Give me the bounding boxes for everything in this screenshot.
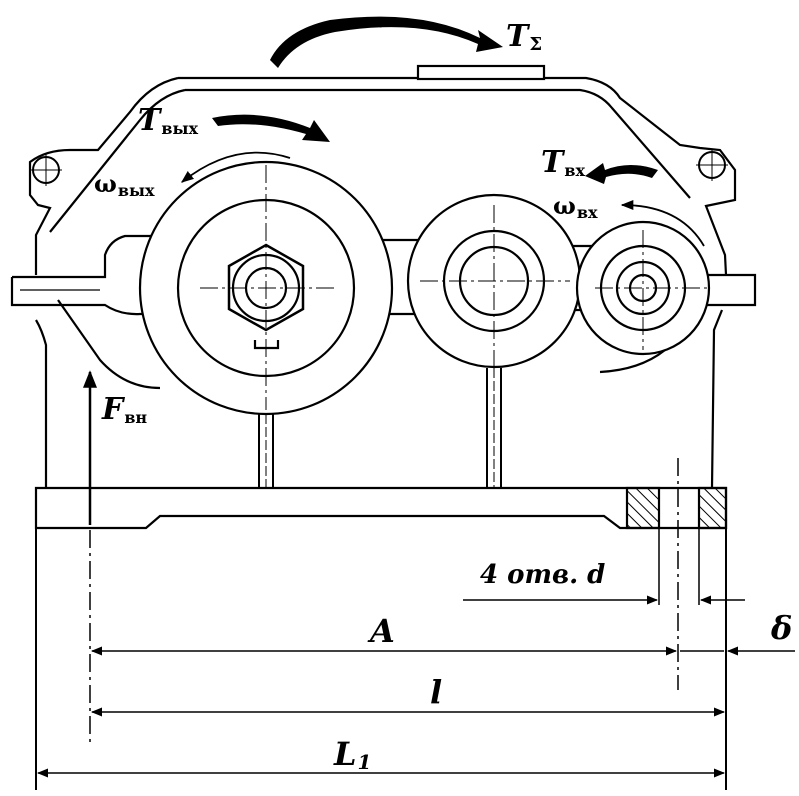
label-holes: 4 отв. d [480,560,606,590]
label-delta: δ [771,609,793,647]
label-dim-l1-main: L [334,735,357,773]
omega-in-arrow [620,199,705,247]
label-omega-in: ωвх [553,194,598,221]
label-t-in: Tвх [541,148,585,179]
label-t-out: Tвых [138,106,198,137]
label-dim-l1: L1 [334,738,371,772]
lifting-lug-left [30,154,62,186]
label-t-in-sub: вх [564,161,585,180]
label-t-sum-sub: Σ [529,34,543,55]
label-omega-out-sub: вых [117,181,155,200]
label-dim-l1-sub: 1 [357,750,372,774]
label-omega-out-main: ω [94,169,117,198]
label-dim-a: A [370,612,395,650]
middle-bearing [406,193,582,370]
label-f-ext-main: F [102,392,124,427]
housing [28,64,737,276]
torque-sum-arrow [270,16,503,69]
omega-out-arrow [181,151,291,183]
label-f-ext: Fвн [102,395,147,426]
output-bearing [138,160,394,416]
label-f-ext-sub: вн [124,408,148,427]
torque-in-arrow [585,163,658,184]
label-t-out-sub: вых [161,119,199,138]
label-dim-l: l [430,673,443,711]
label-t-sum-main: T [506,19,529,54]
dimension-lines [36,595,795,778]
label-omega-in-sub: вх [576,203,598,222]
lifting-lug-right [696,149,728,181]
base-plate [34,486,728,530]
label-t-sum: TΣ [506,22,542,54]
label-omega-in-main: ω [553,191,576,220]
input-bearing [575,220,711,356]
label-t-in-main: T [541,145,564,180]
torque-out-arrow [212,114,330,142]
extension-lines [35,458,727,790]
support-ribs [258,368,502,488]
label-omega-out: ωвых [94,172,155,199]
label-t-out-main: T [138,103,161,138]
